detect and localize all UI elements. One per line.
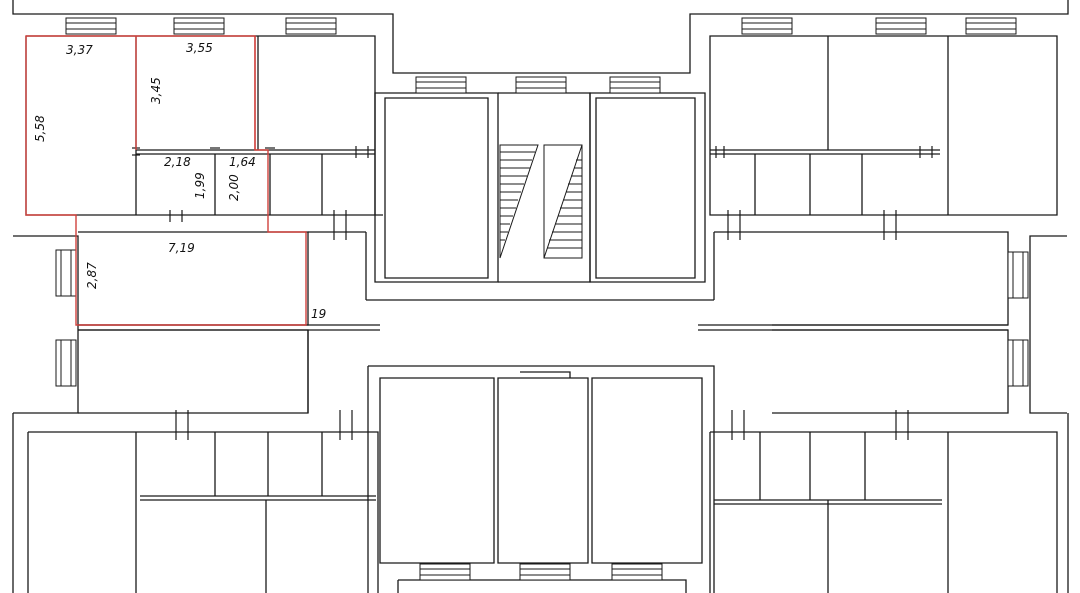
dimension-label-hall-width: 7,19 bbox=[168, 241, 195, 255]
dimension-label-bath-width: 2,18 bbox=[164, 155, 191, 169]
walls bbox=[12, 0, 1069, 593]
dimension-label-wc-length: 2,00 bbox=[227, 174, 241, 201]
dimension-label-room1-width: 3,37 bbox=[66, 43, 93, 57]
dimension-label-partial: 19 bbox=[311, 307, 326, 321]
dimension-label-bath-length: 1,99 bbox=[193, 172, 207, 199]
dimension-label-wc-width: 1,64 bbox=[229, 155, 256, 169]
door-marks bbox=[132, 146, 933, 440]
stair-flights bbox=[499, 144, 583, 259]
dimension-label-hall-depth: 2,87 bbox=[85, 262, 99, 289]
dimension-label-room1-length: 5,58 bbox=[33, 115, 47, 142]
dimension-label-room2-length: 3,45 bbox=[149, 77, 163, 104]
windows bbox=[55, 17, 1029, 581]
highlighted-apartment bbox=[25, 35, 307, 326]
dimension-label-room2-width: 3,55 bbox=[186, 41, 213, 55]
